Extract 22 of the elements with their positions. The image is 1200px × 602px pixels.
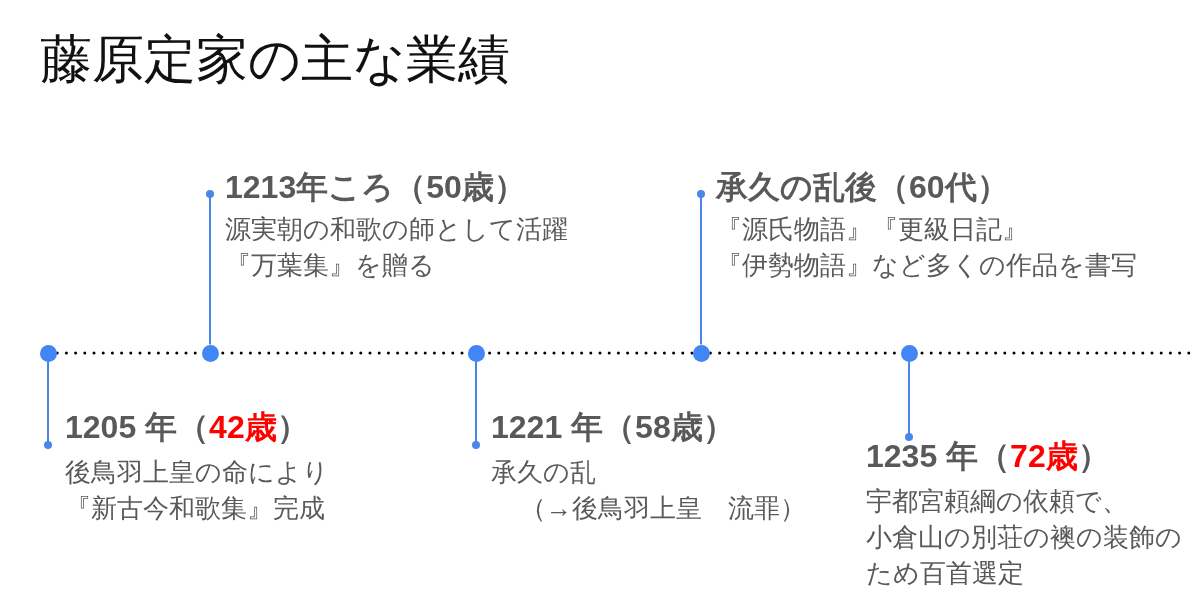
leader-line [697,190,705,346]
timeline-dot [201,344,219,362]
event-note: （→後鳥羽上皇 流罪） [519,492,806,525]
event-heading: 1213年ころ（50歳） [225,168,527,206]
leader-line [472,360,480,449]
leader-line [905,360,913,441]
event-description: 承久の乱 [491,456,597,489]
event-description: 『源氏物語』『更級日記』『伊勢物語』など多くの作品を書写 [716,213,1137,282]
event-heading: 1221 年（58歳） [491,408,736,446]
leader-line [44,360,52,449]
event-heading: 1205 年（42歳） [65,408,310,446]
timeline-dot [39,344,57,362]
event-description: 宇都宮頼綱の依頼で、小倉山の別荘の襖の装飾のため百首選定 [866,485,1182,590]
leader-line [206,190,214,346]
timeline-dot [900,344,918,362]
timeline-dot [467,344,485,362]
timeline-dot [692,344,710,362]
event-description: 源実朝の和歌の師として活躍『万葉集』を贈る [225,213,568,282]
event-description: 後鳥羽上皇の命により『新古今和歌集』完成 [65,456,329,525]
title: 藤原定家の主な業績 [40,29,510,89]
event-heading: 承久の乱後（60代） [716,168,1010,206]
event-heading: 1235 年（72歳） [866,437,1111,475]
